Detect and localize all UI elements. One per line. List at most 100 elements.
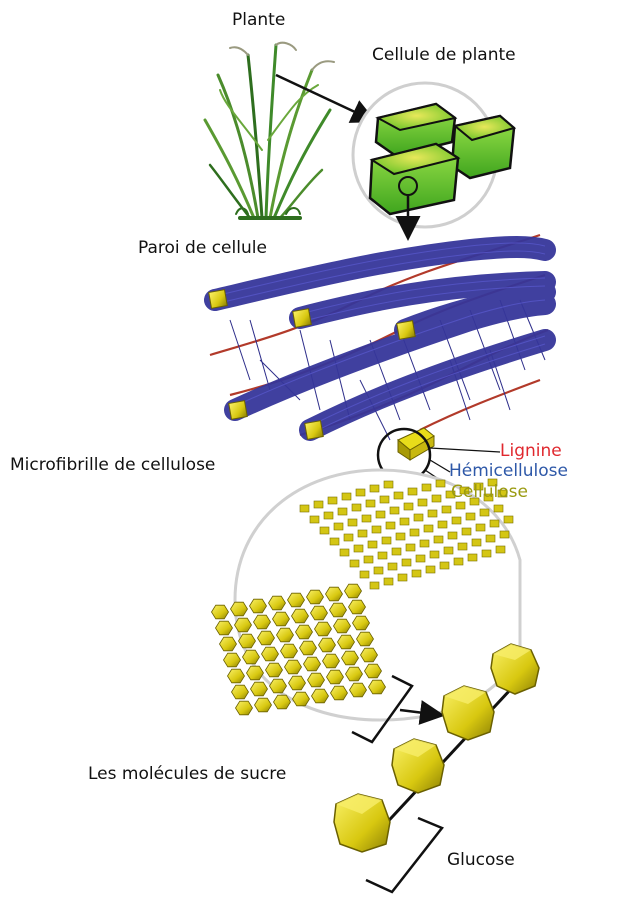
cellulose-chain-end [277, 628, 294, 642]
cellulose-chain-segment [364, 556, 373, 563]
cellulose-chain-segment [372, 526, 381, 533]
cellulose-chain-end [228, 669, 245, 683]
cellulose-chain-segment [404, 503, 413, 510]
cellulose-chain-segment [348, 519, 357, 526]
cellulose-chain-segment [338, 508, 347, 515]
cellulose-chain-end [262, 647, 279, 661]
cellulose-chain-segment [434, 536, 443, 543]
label-hemicellulose: Hémicellulose [449, 463, 568, 480]
cellulose-chain-end [349, 600, 366, 614]
cellulose-chain-end [304, 657, 321, 671]
cellulose-chain-segment [394, 492, 403, 499]
cellulose-chain-end [239, 634, 256, 648]
cellulose-chain-end [236, 701, 253, 715]
cellulose-chain-segment [356, 489, 365, 496]
cellulose-chain-end [231, 602, 248, 616]
cellulose-chain-segment [354, 545, 363, 552]
cellulose-chain-end [216, 621, 233, 635]
cellulose-chain-end [319, 638, 336, 652]
cellulose-chain-end [269, 596, 286, 610]
cellulose-chain-segment [482, 550, 491, 557]
cellulose-chain-end [292, 609, 309, 623]
cellulose-chain-end [369, 680, 386, 694]
cellulose-chain-segment [456, 502, 465, 509]
cellulose-chain-end [270, 679, 287, 693]
cellulose-chain-segment [368, 541, 377, 548]
cellulose-chain-segment [472, 539, 481, 546]
cellulose-chain-segment [458, 543, 467, 550]
cellulose-chain-end [266, 663, 283, 677]
cellulose-chain-end [224, 653, 241, 667]
glucose-molecule [334, 794, 390, 852]
plant-illustration [205, 43, 334, 218]
cellulose-chain-segment [370, 485, 379, 492]
cellulose-chain-segment [420, 540, 429, 547]
label-cellulose: Cellulose [451, 484, 528, 501]
cellulose-chain-end [353, 616, 370, 630]
cellulose-chain-end [350, 683, 367, 697]
cellulose-chain-segment [414, 514, 423, 521]
label-microfibril: Microfibrille de cellulose [10, 457, 215, 474]
cellulose-chain-segment [496, 546, 505, 553]
cellulose-chain-segment [428, 510, 437, 517]
cellulose-chain-segment [452, 517, 461, 524]
label-plant-cell: Cellule de plante [372, 47, 516, 64]
cellulose-chain-segment [480, 509, 489, 516]
cellulose-chain-end [300, 641, 317, 655]
plant-cell [452, 116, 514, 178]
cellulose-chain-segment [384, 481, 393, 488]
cellulose-chain-segment [340, 549, 349, 556]
cellulose-chain-segment [352, 504, 361, 511]
cellulose-chain-segment [462, 528, 471, 535]
cellulose-chain-segment [334, 523, 343, 530]
cellulose-chain-end [323, 654, 340, 668]
cellulose-chain-end [296, 625, 313, 639]
cellulose-chain-segment [490, 520, 499, 527]
cellulose-chain-segment [358, 530, 367, 537]
label-plant: Plante [232, 12, 285, 29]
cellulose-chain-segment [386, 522, 395, 529]
glucose-molecule [442, 686, 494, 740]
cellulose-chain-segment [362, 515, 371, 522]
cellulose-chain-end [346, 667, 363, 681]
cellulose-chain-segment [388, 563, 397, 570]
cellulose-chain-end [258, 631, 275, 645]
cellulose-chain-segment [402, 559, 411, 566]
cellulose-chain-end [247, 666, 264, 680]
cellulose-chain-segment [324, 512, 333, 519]
cellulose-chain-segment [408, 488, 417, 495]
cellulose-chain-segment [412, 570, 421, 577]
cellulose-chain-segment [500, 531, 509, 538]
label-lignin: Lignine [500, 443, 562, 460]
plant-cell-magnifier [353, 83, 514, 227]
cellulose-chain-segment [424, 525, 433, 532]
cellulose-chain-segment [466, 513, 475, 520]
cellulose-chain-segment [300, 505, 309, 512]
cellulose-chain-segment [438, 521, 447, 528]
cellulose-chain-end [232, 685, 249, 699]
cellulose-chain-segment [410, 529, 419, 536]
cellulose-chain-end [220, 637, 237, 651]
cellulose-chain-end [327, 670, 344, 684]
cellulose-chain-segment [392, 548, 401, 555]
cellulose-chain-end [361, 648, 378, 662]
cellulose-chain-segment [486, 535, 495, 542]
cellulose-chain-segment [396, 533, 405, 540]
cellulose-chain-end [255, 698, 272, 712]
cellulose-chain-end [311, 606, 328, 620]
cellulose-chain-end [235, 618, 252, 632]
cellulose-chain-segment [476, 524, 485, 531]
cellulose-chain-segment [350, 560, 359, 567]
cellulose-chain-segment [380, 496, 389, 503]
cellulose-chain-segment [310, 516, 319, 523]
cellulose-chain-segment [444, 547, 453, 554]
cellulose-chain-segment [378, 552, 387, 559]
cellulose-chain-segment [430, 551, 439, 558]
cellulose-chain-segment [384, 578, 393, 585]
cellulose-chain-end [331, 686, 348, 700]
cellulose-chain-segment [342, 493, 351, 500]
cellulose-chain-segment [382, 537, 391, 544]
cellulose-chain-end [254, 615, 271, 629]
cellulose-chain-segment [422, 484, 431, 491]
